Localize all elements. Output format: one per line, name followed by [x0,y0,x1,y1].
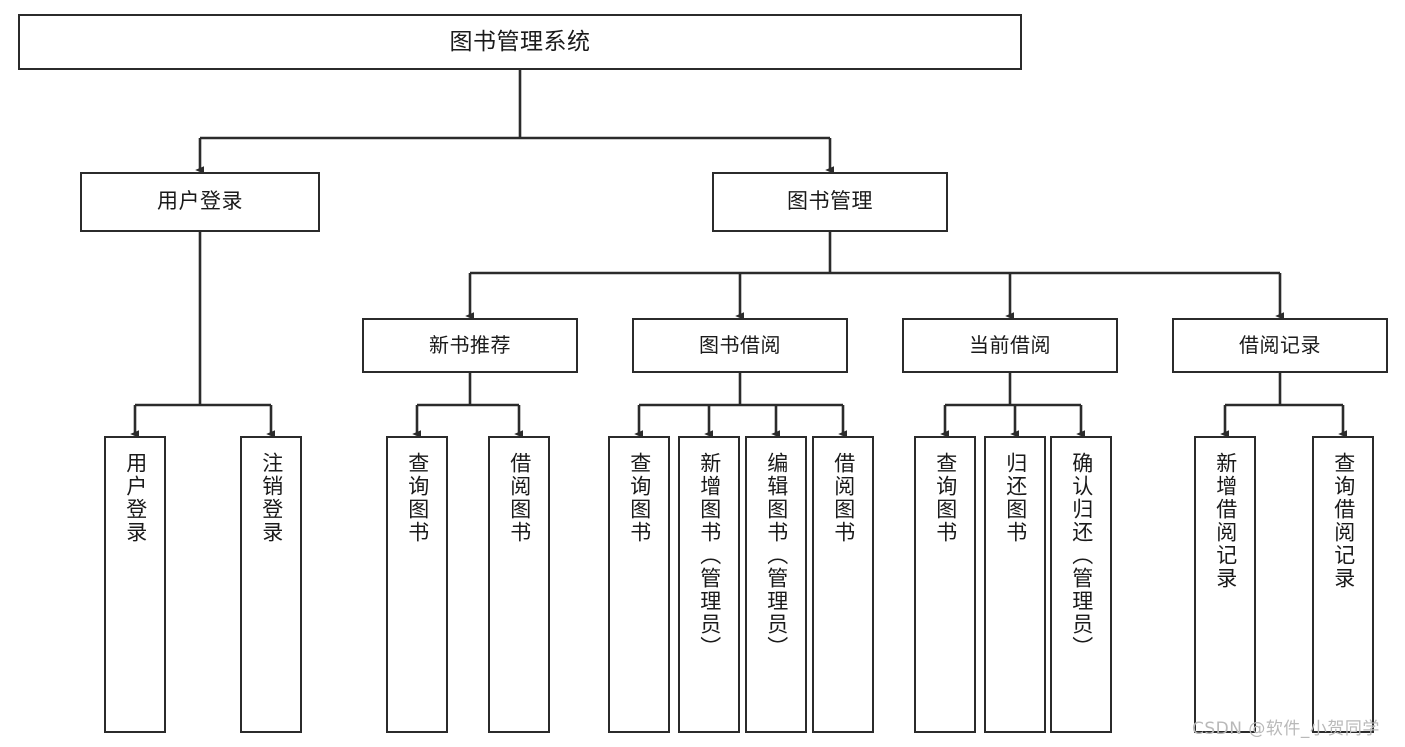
node-leaf-cb-query[interactable]: 查询图书 [914,436,976,733]
node-label-leaf-rec-borrow: 借阅图书 [507,452,532,544]
node-current-borrow[interactable]: 当前借阅 [902,318,1118,373]
csdn-watermark: CSDN @软件_小贺同学 [1192,719,1380,739]
node-label-leaf-bb-query: 查询图书 [627,452,652,544]
node-borrow-record[interactable]: 借阅记录 [1172,318,1388,373]
node-label-leaf-br-add: 新增借阅记录 [1213,452,1238,590]
node-root[interactable]: 图书管理系统 [18,14,1022,70]
node-leaf-rec-borrow[interactable]: 借阅图书 [488,436,550,733]
node-leaf-rec-query[interactable]: 查询图书 [386,436,448,733]
node-book-manage[interactable]: 图书管理 [712,172,948,232]
node-leaf-br-add[interactable]: 新增借阅记录 [1194,436,1256,733]
node-user-login[interactable]: 用户登录 [80,172,320,232]
node-label-borrow-record: 借阅记录 [1239,333,1321,358]
node-label-leaf-cb-return: 归还图书 [1003,452,1028,544]
node-leaf-user-login[interactable]: 用户登录 [104,436,166,733]
node-new-book-rec[interactable]: 新书推荐 [362,318,578,373]
node-label-leaf-user-login: 用户登录 [123,452,148,544]
node-leaf-br-query[interactable]: 查询借阅记录 [1312,436,1374,733]
node-leaf-cb-confirm[interactable]: 确认归还（管理员） [1050,436,1112,733]
node-leaf-bb-query[interactable]: 查询图书 [608,436,670,733]
node-label-leaf-bb-borrow: 借阅图书 [831,452,856,544]
node-label-leaf-bb-add: 新增图书（管理员） [697,452,722,659]
node-leaf-bb-borrow[interactable]: 借阅图书 [812,436,874,733]
node-label-new-book-rec: 新书推荐 [429,333,511,358]
node-label-leaf-bb-edit: 编辑图书（管理员） [764,452,789,659]
node-label-leaf-user-logout: 注销登录 [259,452,284,544]
node-label-leaf-cb-confirm: 确认归还（管理员） [1069,452,1094,659]
node-label-book-manage: 图书管理 [787,189,873,214]
node-leaf-user-logout[interactable]: 注销登录 [240,436,302,733]
node-label-user-login: 用户登录 [157,189,243,214]
node-leaf-bb-edit[interactable]: 编辑图书（管理员） [745,436,807,733]
node-label-root: 图书管理系统 [449,28,591,55]
node-label-current-borrow: 当前借阅 [969,333,1051,358]
node-label-leaf-cb-query: 查询图书 [933,452,958,544]
node-leaf-cb-return[interactable]: 归还图书 [984,436,1046,733]
node-book-borrow[interactable]: 图书借阅 [632,318,848,373]
node-label-book-borrow: 图书借阅 [699,333,781,358]
node-leaf-bb-add[interactable]: 新增图书（管理员） [678,436,740,733]
node-label-leaf-rec-query: 查询图书 [405,452,430,544]
node-label-leaf-br-query: 查询借阅记录 [1331,452,1356,590]
